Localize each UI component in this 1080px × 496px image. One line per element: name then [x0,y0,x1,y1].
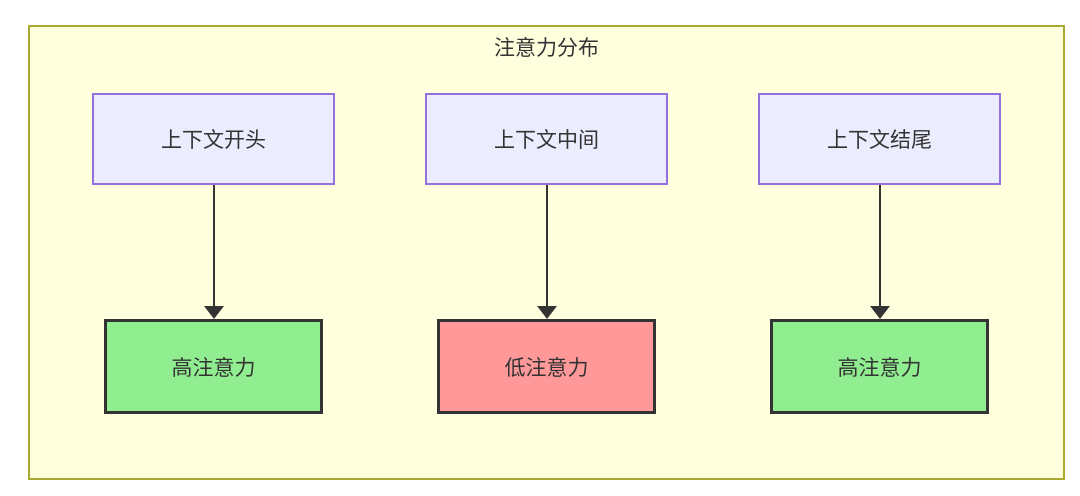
node-high-attention-left: 高注意力 [104,319,323,414]
node-context-middle: 上下文中间 [425,93,668,185]
arrowhead-icon [203,306,224,319]
arrowhead-icon [536,306,557,319]
arrow-down-left [203,185,224,319]
node-context-start: 上下文开头 [92,93,335,185]
node-high-attention-right: 高注意力 [770,319,989,414]
diagram-title: 注意力分布 [494,37,599,60]
arrow-down-middle [536,185,557,319]
arrowhead-icon [869,306,890,319]
node-low-attention: 低注意力 [437,319,656,414]
attention-distribution-frame: 注意力分布 上下文开头 高注意力 上下文中间 低注意力 上下文结尾 [28,25,1065,480]
flow-columns: 上下文开头 高注意力 上下文中间 低注意力 上下文结尾 [30,93,1063,414]
arrow-down-right [869,185,890,319]
node-context-end: 上下文结尾 [758,93,1001,185]
flow-column-context-end: 上下文结尾 高注意力 [758,93,1001,414]
flow-column-context-middle: 上下文中间 低注意力 [425,93,668,414]
arrow-line [545,185,548,308]
arrow-line [878,185,881,308]
arrow-line [212,185,215,308]
flow-column-context-start: 上下文开头 高注意力 [92,93,335,414]
